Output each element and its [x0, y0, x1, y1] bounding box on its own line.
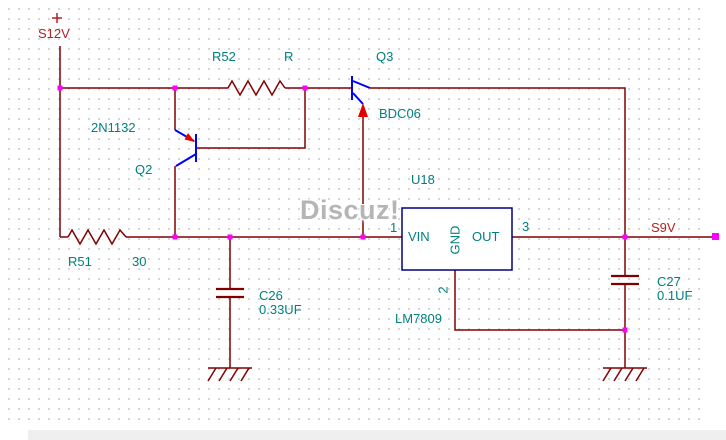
- junction-dots: [57, 85, 628, 333]
- watermark-text: Discuz!: [300, 195, 400, 225]
- wires: [59, 46, 718, 368]
- c27-value-label: 0.1UF: [657, 288, 693, 303]
- wire-gnd-pin2: [454, 270, 625, 331]
- u18-ref-label: U18: [411, 172, 435, 187]
- power-label-s12v: S12V: [38, 26, 70, 41]
- ground-symbol-right: [602, 367, 647, 382]
- regulator-u18-box: [401, 207, 513, 271]
- transistor-q3-symbol: [351, 76, 371, 117]
- power-label-s9v: S9V: [651, 220, 676, 235]
- q3-part-label: BDC06: [379, 106, 421, 121]
- resistor-r51-symbol: [67, 228, 127, 246]
- q2-emitter-arrow-icon: [184, 133, 195, 142]
- q2-ref-label: Q2: [135, 162, 153, 177]
- grid-dots-background: [0, 0, 704, 422]
- hscrollbar-track[interactable]: [28, 430, 726, 440]
- wire-top-rail-c: [370, 87, 626, 276]
- wire-q2-base: [197, 88, 306, 149]
- u18-pin3-number: 3: [522, 219, 530, 234]
- c26-value-label: 0.33UF: [259, 302, 302, 317]
- resistor-r52-symbol: [227, 79, 286, 97]
- u18-part-label: LM7809: [395, 311, 442, 326]
- c26-ref-label: C26: [259, 288, 283, 303]
- c27-ref-label: C27: [657, 274, 681, 289]
- right-margin: [704, 0, 726, 440]
- output-port-marker: [712, 233, 719, 240]
- ground-symbol-left: [207, 367, 252, 382]
- q3-ref-label: Q3: [376, 49, 394, 64]
- r52-ref-label: R52: [212, 49, 236, 64]
- transistor-q2-symbol: [174, 129, 197, 167]
- q3-emitter-arrow-icon: [358, 103, 368, 117]
- u18-pin1-number: 1: [390, 220, 398, 235]
- r51-value-label: 30: [132, 254, 147, 269]
- q2-part-label: 2N1132: [91, 120, 136, 135]
- capacitor-c26-symbol: [216, 287, 244, 299]
- origin-cross-icon: [52, 13, 62, 23]
- u18-pin-vin-label: VIN: [408, 229, 430, 244]
- capacitor-c27-symbol: [611, 274, 639, 286]
- r51-ref-label: R51: [68, 254, 92, 269]
- u18-pin-out-label: OUT: [472, 229, 500, 244]
- u18-pin-gnd-label: GND: [447, 225, 463, 255]
- r52-value-label: R: [284, 49, 294, 64]
- u18-pin2-number: 2: [435, 286, 451, 294]
